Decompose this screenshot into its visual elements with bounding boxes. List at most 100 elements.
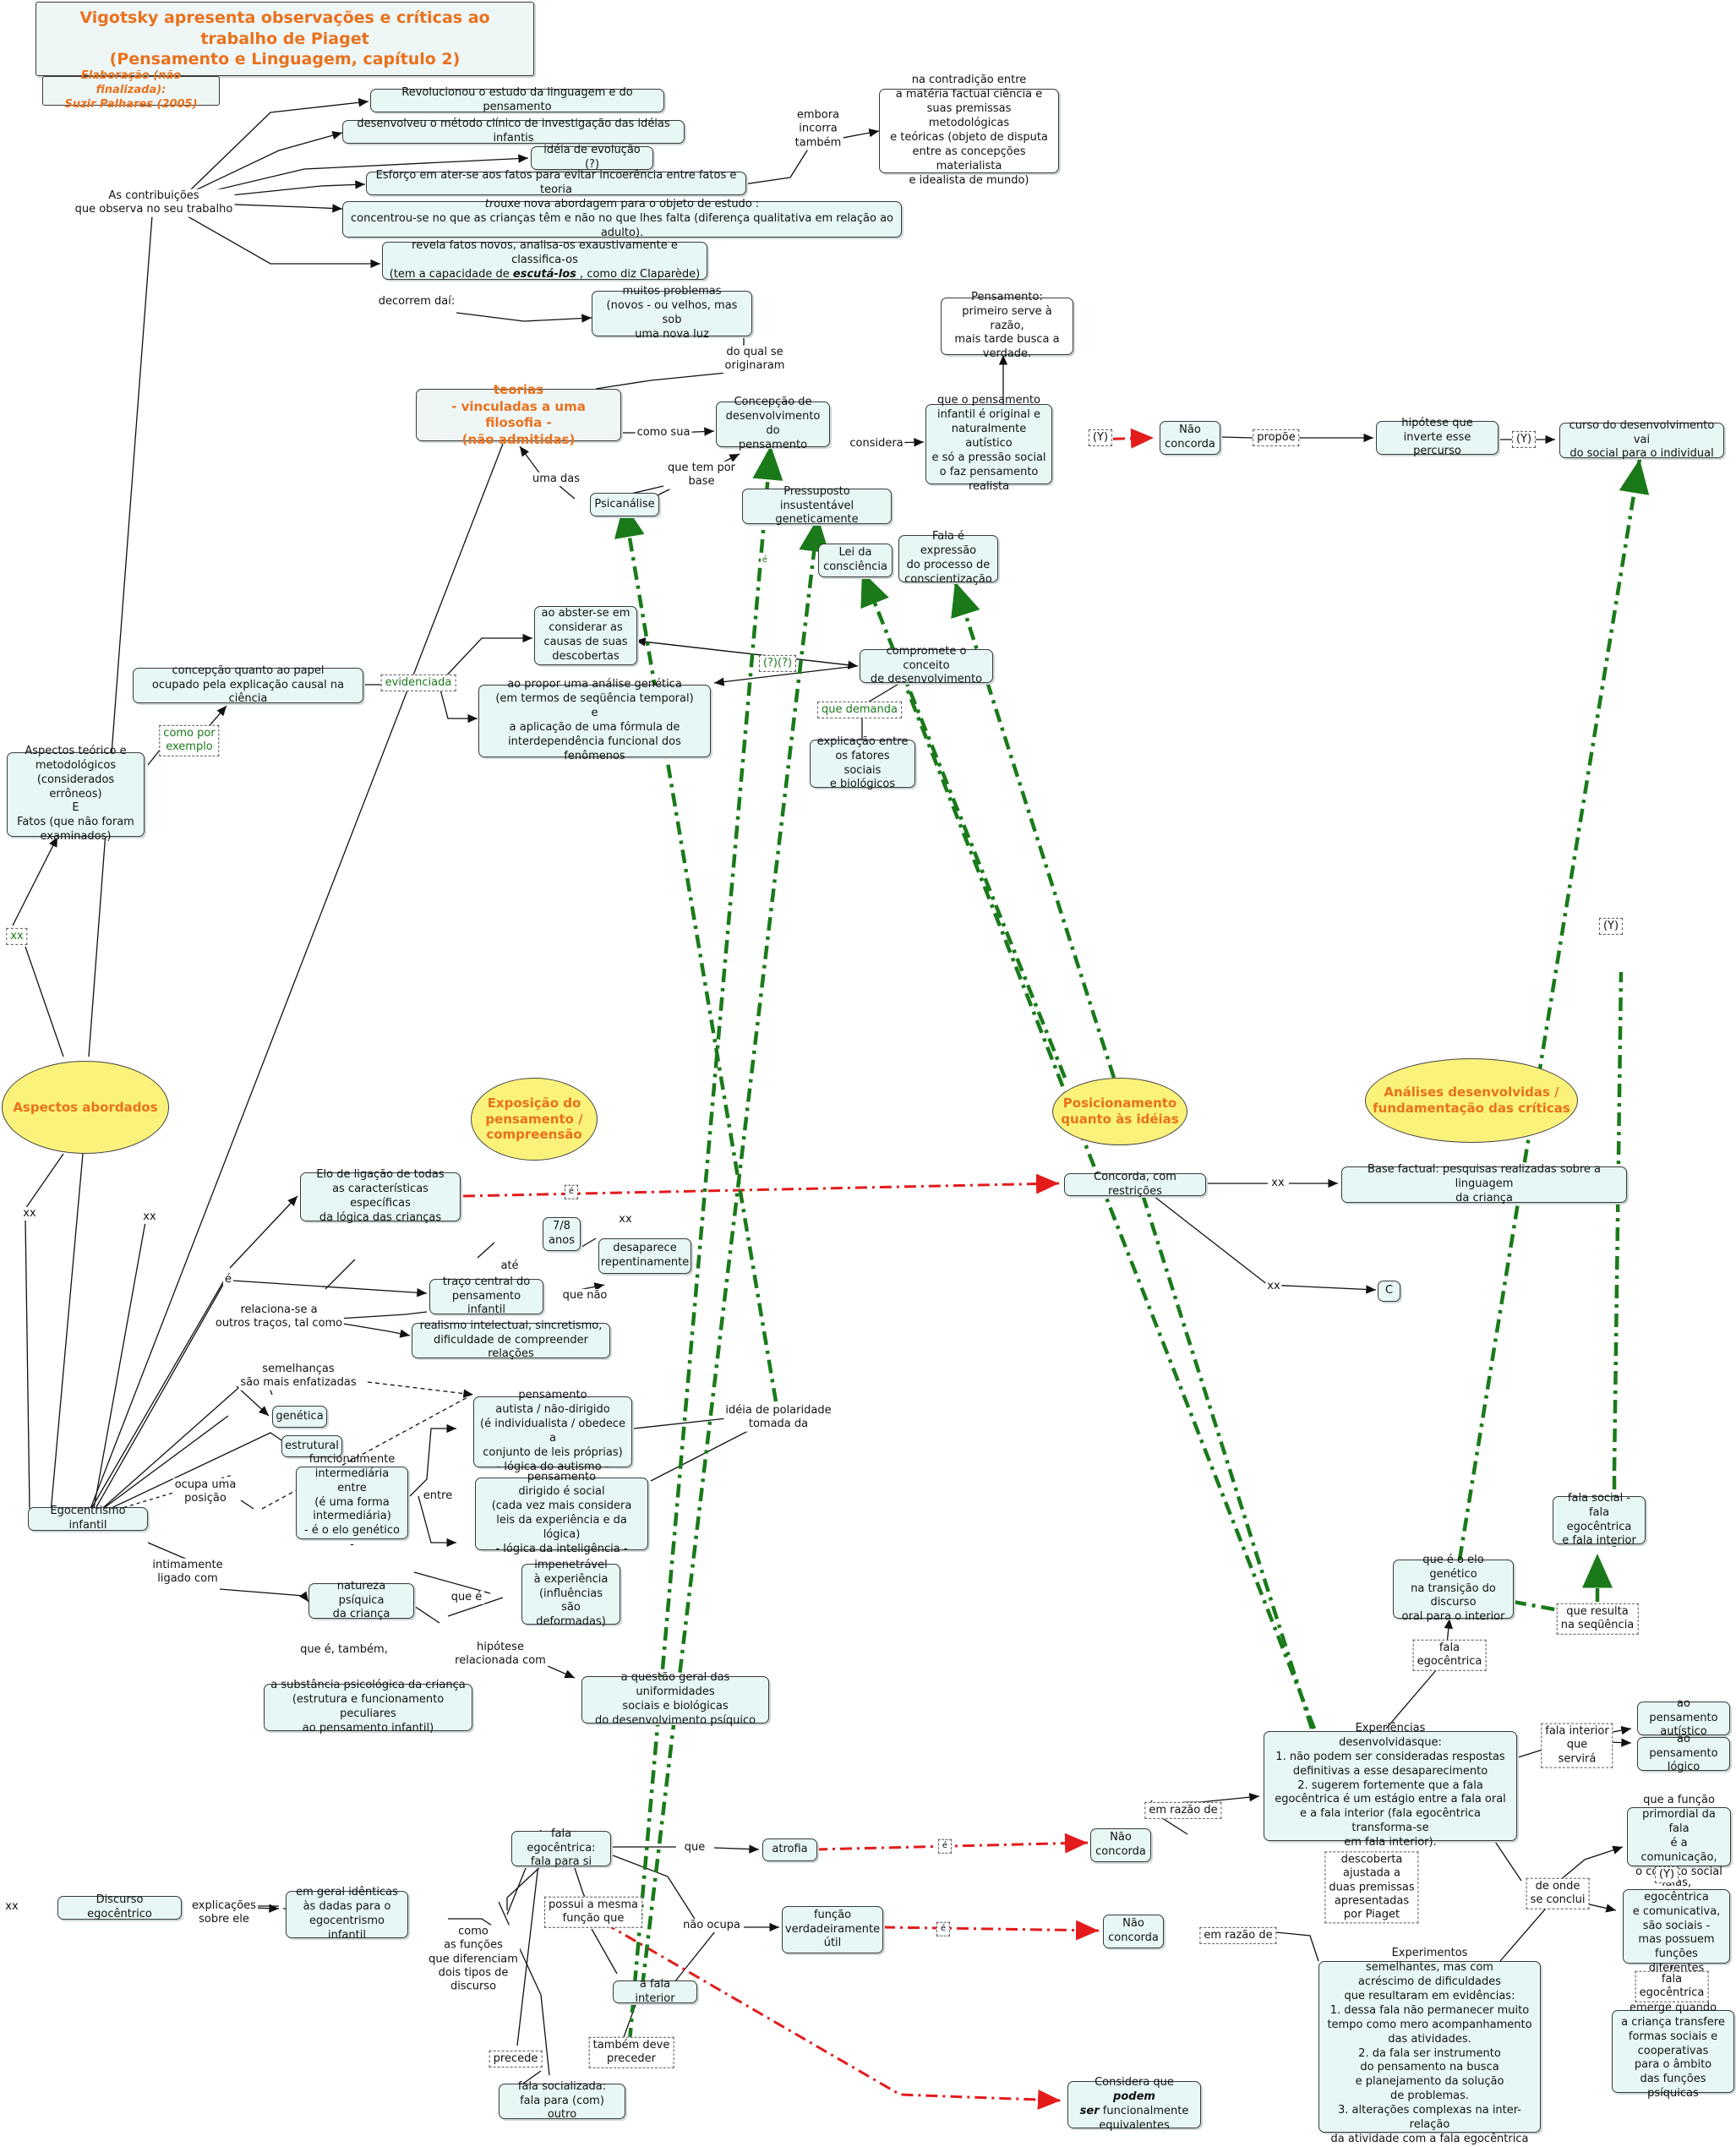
node-pressuposto[interactable]: Pressuposto insustentável geneticamente: [742, 485, 892, 526]
node-natureza-psiquica[interactable]: natureza psíquica da criança: [308, 1580, 414, 1620]
label-xx-5: xx: [1265, 1279, 1282, 1294]
node-fala-socializada[interactable]: fala socializada: fala para (com) outro: [499, 2080, 625, 2121]
label-como-sua: como sua: [635, 425, 692, 440]
node-pensamento-autistico[interactable]: que o pensamento infantil é original e n…: [925, 394, 1052, 493]
revela-em: escutá-los: [512, 267, 576, 281]
node-sete-oito-anos[interactable]: 7/8 anos: [543, 1217, 581, 1251]
node-fala-egocentrica[interactable]: fala egocêntrica: fala para si: [511, 1827, 611, 1868]
node-ideia-evolucao[interactable]: idéia de evolução (?): [531, 144, 653, 171]
label-que-atrofia: que: [682, 1840, 707, 1855]
node-c[interactable]: C: [1378, 1281, 1400, 1302]
node-nova-abordagem[interactable]: trouxe nova abordagem para o objeto de e…: [342, 198, 902, 239]
label-nao-ocupa: não ocupa: [681, 1918, 742, 1933]
label-tambem-deve: também deve preceder: [588, 2036, 674, 2068]
label-fala-egocentrica-1: fala egocêntrica: [1412, 1639, 1487, 1671]
node-hipotese-inverte[interactable]: hipótese que inverte esse percurso: [1376, 417, 1499, 457]
node-estrutural[interactable]: estrutural: [281, 1435, 342, 1457]
ellipse-analises[interactable]: Análises desenvolvidas / fundamentação d…: [1365, 1058, 1578, 1143]
node-emerge[interactable]: emerge quando a criança transfere formas…: [1612, 2002, 1734, 2100]
page-title: Vigotsky apresenta observações e crítica…: [35, 2, 534, 76]
node-traco-central[interactable]: traço central do pensamento infantil: [429, 1276, 543, 1316]
node-contradicao[interactable]: na contradição entre a matéria factual c…: [879, 74, 1059, 187]
node-concorda-restricoes[interactable]: Concorda, com restrições: [1064, 1171, 1206, 1198]
node-egocentrismo-infantil[interactable]: Egocentrismo infantil: [28, 1505, 148, 1532]
node-desaparece[interactable]: desaparece repentinamente: [598, 1238, 691, 1274]
label-y-1: (Y): [1088, 429, 1113, 447]
revela-pre: (tem a capacidade de: [389, 267, 513, 281]
node-pensamento-razao[interactable]: Pensamento: primeiro serve à razão, mais…: [941, 291, 1073, 360]
node-revela-fatos[interactable]: revela fatos novos, analisa-os exaustiva…: [382, 239, 707, 281]
node-teorias[interactable]: teorias - vinculadas a uma filosofia - (…: [416, 382, 621, 447]
node-metodo-clinico[interactable]: desenvolveu o método clínico de investig…: [342, 117, 685, 145]
node-fala-interior[interactable]: a fala interior: [613, 1978, 697, 2005]
node-pensamento-autista[interactable]: pensamento autista / não-dirigido (é ind…: [473, 1389, 632, 1473]
label-y-2: (Y): [1511, 430, 1537, 449]
node-genetica[interactable]: genética: [272, 1406, 327, 1428]
node-impenetravel[interactable]: impenetrável à experiência (influências …: [521, 1559, 620, 1628]
node-substancia[interactable]: a substância psicológica da criança (est…: [264, 1679, 472, 1735]
ellipse-aspectos-abordados[interactable]: Aspectos abordados: [2, 1061, 169, 1154]
node-pensamento-dirigido[interactable]: pensamento dirigido é social (cada vez m…: [475, 1471, 648, 1555]
node-questao-geral[interactable]: a questão geral das uniformidades sociai…: [581, 1671, 769, 1727]
label-xx-2: xx: [141, 1210, 158, 1225]
nova-abordagem-em: tr: [484, 198, 494, 211]
node-experiencias[interactable]: Experiências desenvolvidasque: 1. não po…: [1264, 1722, 1517, 1849]
node-concepcao-desenvolvimento[interactable]: Concepção de desenvolvimento do pensamen…: [716, 396, 830, 451]
node-curso-desenvolvimento[interactable]: curso do desenvolvimento vai do social p…: [1559, 419, 1724, 460]
node-elo-genetico[interactable]: que é o elo genético na transição do dis…: [1393, 1554, 1514, 1623]
node-compromete[interactable]: compromete o conceito de desenvolvimento: [860, 645, 993, 686]
label-xx-1: xx: [21, 1206, 38, 1221]
node-atrofia[interactable]: atrofia: [762, 1838, 817, 1861]
label-do-qual: do qual se originaram: [723, 345, 787, 374]
label-que-e-tambem: que é, também,: [298, 1642, 390, 1658]
node-elo-ligacao[interactable]: Elo de ligação de todas as característic…: [300, 1168, 461, 1224]
node-fala-expressao[interactable]: Fala é expressão do processo de conscien…: [898, 530, 998, 586]
node-funcao-util[interactable]: função verdadeiramente útil: [782, 1906, 883, 1953]
label-propoe: propõe: [1253, 429, 1300, 447]
nova-abordagem-line2: concentrou-se no que as crianças têm e n…: [350, 212, 894, 239]
label-considera: considera: [848, 436, 905, 451]
node-psicanalise[interactable]: Psicanálise: [590, 493, 659, 516]
node-funcao-primordial[interactable]: que a função primordial da fala é a comu…: [1627, 1794, 1731, 1878]
label-y-4: (Y): [1654, 1866, 1679, 1884]
node-esforco[interactable]: Esforço em ater-se aos fatos para evitar…: [366, 169, 746, 196]
label-que-nao: que não: [560, 1288, 609, 1303]
label-xx-discurso: xx: [3, 1899, 20, 1915]
node-propor-analise[interactable]: ao propor uma análise genética (em termo…: [478, 678, 711, 762]
node-revolucionou[interactable]: Revolucionou o estudo da linguagem e do …: [370, 86, 664, 113]
node-discurso-egocentrico[interactable]: Discurso egocêntrico: [57, 1893, 182, 1920]
node-fala-social[interactable]: fala social - fala egocêntrica e fala in…: [1553, 1492, 1646, 1547]
node-realismo[interactable]: realismo intelectual, sincretismo, dific…: [412, 1319, 610, 1360]
node-experimentos[interactable]: Experimentos semelhantes, mas com acrésc…: [1318, 1947, 1541, 2145]
revela-line1: revela fatos novos, analisa-os exaustiva…: [412, 239, 678, 267]
node-aspectos-teorico[interactable]: Aspectos teórico e metodológicos (consid…: [7, 745, 145, 843]
ellipse-exposicao[interactable]: Exposição do pensamento / compreensão: [471, 1078, 598, 1161]
node-nao-concorda-top[interactable]: Não concorda: [1160, 421, 1220, 455]
node-abster[interactable]: ao abster-se em considerar as causas de …: [534, 606, 637, 665]
node-ao-pensamento-autistico[interactable]: ao pensamento autístico: [1637, 1697, 1730, 1738]
ellipse-posicionamento[interactable]: Posicionamento quanto às idéias: [1052, 1078, 1187, 1145]
label-polaridade: idéia de polaridade tomada da: [723, 1403, 833, 1432]
node-nao-concorda-low[interactable]: Não concorda: [1103, 1915, 1164, 1948]
label-que-resulta: que resulta na seqüência: [1556, 1603, 1639, 1635]
label-precede: precede: [489, 2050, 543, 2068]
label-e-red3: é: [936, 1921, 951, 1937]
node-nao-concorda-mid[interactable]: Não concorda: [1090, 1828, 1151, 1862]
node-identicas[interactable]: em geral idênticas às dadas para o egoce…: [286, 1886, 408, 1942]
label-xx-3: xx: [617, 1212, 634, 1227]
node-base-factual[interactable]: Base factual: pesquisas realizadas sobre…: [1341, 1163, 1627, 1205]
label-de-onde: de onde se conclui: [1526, 1877, 1590, 1909]
node-considera-podem[interactable]: Considera que podem ser funcionalmente e…: [1067, 2076, 1201, 2132]
label-intimamente: intimamente ligado com: [150, 1558, 225, 1587]
node-lei-consciencia[interactable]: Lei da consciência: [818, 544, 893, 577]
label-xx-4: xx: [1269, 1176, 1286, 1191]
node-concepcao-papel[interactable]: concepção quanto ao papel ocupado pela e…: [133, 664, 363, 705]
node-funcionalmente[interactable]: funcionalmente intermediária entre (é um…: [296, 1453, 408, 1551]
node-ao-pensamento-logico[interactable]: ao pensamento lógico: [1637, 1733, 1730, 1773]
label-question-marks: (?)(?): [758, 654, 797, 673]
node-muitos-problemas[interactable]: muitos problemas (novos - ou velhos, mas…: [592, 285, 752, 341]
label-fala-interior-servira: fala interior que servirá: [1541, 1723, 1613, 1768]
node-explicacao-fatores[interactable]: explicação entre os fatores sociais e bi…: [810, 735, 915, 790]
nova-abordagem-rest: ouxe nova abordagem para o objeto de est…: [494, 198, 760, 211]
